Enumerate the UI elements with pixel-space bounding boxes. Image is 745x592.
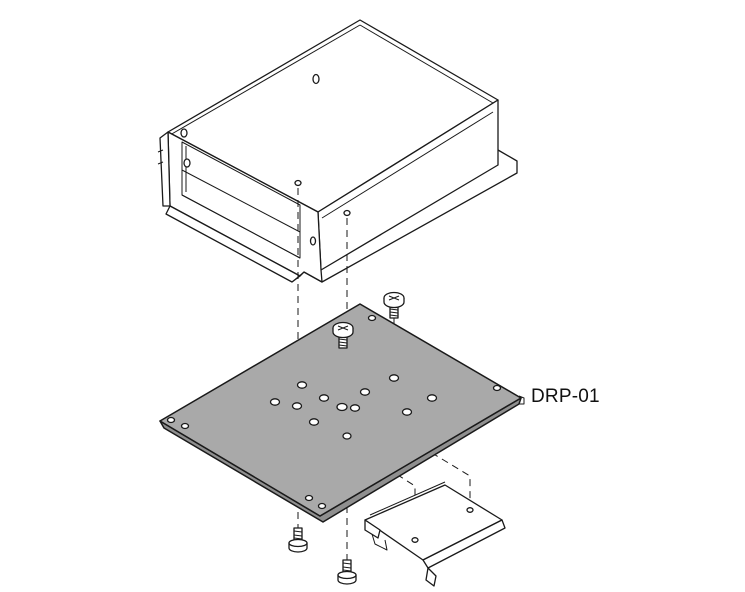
cage-boss-right [343,209,351,217]
cage-hole-front-lower [183,158,191,168]
plate-hole [388,374,400,382]
plate-hole [291,402,303,410]
phillips-head-icon [388,295,400,301]
cage-hole-front-left [180,128,188,138]
plate-hole [269,398,281,406]
top-screw-left [332,321,354,349]
drive-cage-left-lip [159,131,171,207]
drive-cage [157,19,518,283]
cage-hole-top [312,73,320,85]
plate-hole [308,418,320,426]
top-screw-right [383,291,405,319]
part-label: DRP-01 [531,386,600,407]
plate-hole [342,432,352,440]
cage-boss-left [294,179,302,187]
plate-hole [304,494,314,502]
plate-hole [296,381,308,389]
phillips-head-icon [337,325,349,331]
plate-hole [367,314,377,322]
drive-bracket [364,481,506,587]
bracket-hole [466,507,474,513]
plate-hole [426,394,438,402]
drive-bracket-front-lip [422,519,506,569]
bracket-hole [411,537,419,543]
plate-hole [318,394,330,402]
bottom-screw-left [288,527,308,553]
plate-hole [336,402,348,412]
plate-hole [349,404,361,412]
plate-hole [401,408,413,416]
plate-hole [180,422,190,430]
mounting-plate [159,303,525,523]
plate-hole [359,388,371,396]
bottom-screw-right [337,559,357,585]
drive-bracket-side-lip [364,519,381,539]
plate-hole [166,416,176,424]
plate-hole [492,384,502,392]
cage-hole-side [309,236,317,246]
plate-hole [317,502,327,510]
